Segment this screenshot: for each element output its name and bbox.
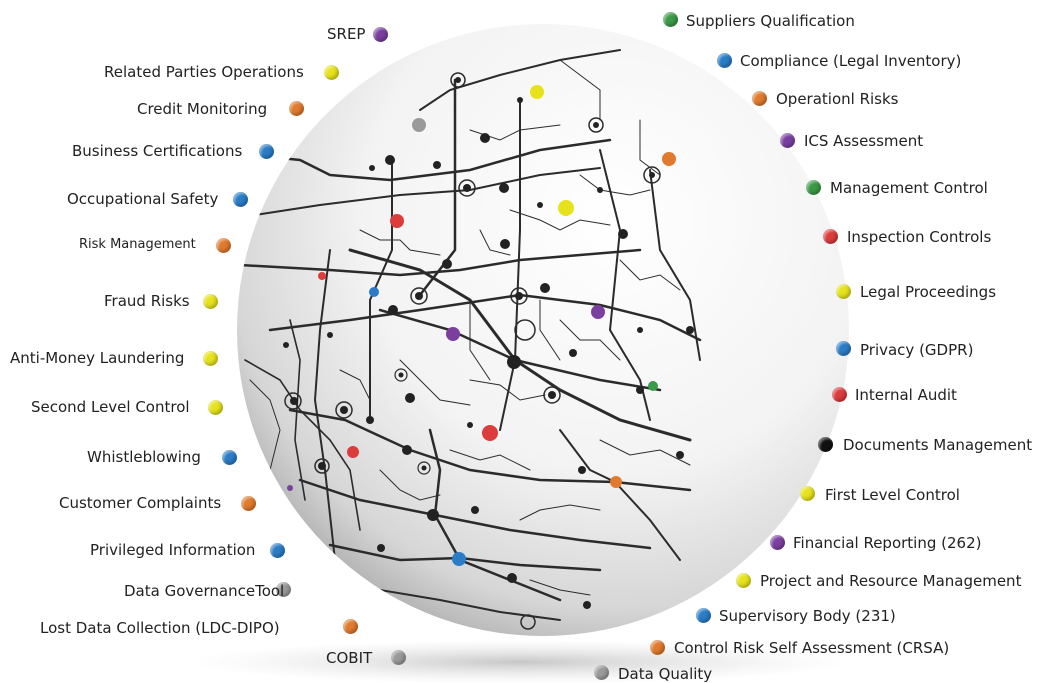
color-dot-icon xyxy=(836,284,851,299)
item-label: Data GovernanceTool xyxy=(124,582,285,600)
color-dot-icon xyxy=(203,351,218,366)
globe-node xyxy=(648,381,658,391)
color-dot-icon xyxy=(806,180,821,195)
color-dot-icon xyxy=(717,53,732,68)
color-dot-icon xyxy=(259,144,274,159)
color-dot-icon xyxy=(770,535,785,550)
item-label: Financial Reporting (262) xyxy=(793,534,982,552)
globe-node xyxy=(662,152,676,166)
item-label: Customer Complaints xyxy=(59,494,222,512)
color-dot-icon xyxy=(270,543,285,558)
globe-node xyxy=(530,85,544,99)
color-dot-icon xyxy=(289,101,304,116)
color-dot-icon xyxy=(241,496,256,511)
globe-node xyxy=(610,476,622,488)
item-label: Whistleblowing xyxy=(87,448,201,466)
color-dot-icon xyxy=(324,65,339,80)
globe-node xyxy=(369,287,379,297)
color-dot-icon xyxy=(650,640,665,655)
circuit-nodes xyxy=(283,77,694,609)
item-label: Business Certifications xyxy=(72,142,243,160)
item-label: Suppliers Qualification xyxy=(686,12,855,30)
color-dot-icon xyxy=(836,341,851,356)
color-dot-icon xyxy=(752,91,767,106)
color-dot-icon xyxy=(594,665,609,680)
item-label: Operationl Risks xyxy=(776,90,899,108)
item-label: Anti-Money Laundering xyxy=(10,349,185,367)
globe-node xyxy=(287,485,293,491)
color-dot-icon xyxy=(818,437,833,452)
item-label: Data Quality xyxy=(618,665,713,683)
color-dot-icon xyxy=(780,133,795,148)
color-dot-icon xyxy=(800,486,815,501)
item-label: Supervisory Body (231) xyxy=(719,607,896,625)
globe-node xyxy=(558,200,574,216)
color-dot-icon xyxy=(233,192,248,207)
globe-node xyxy=(347,446,359,458)
item-label: Legal Proceedings xyxy=(860,283,997,301)
item-label: Lost Data Collection (LDC-DIPO) xyxy=(40,619,280,637)
item-label: Privacy (GDPR) xyxy=(860,341,974,359)
globe-node xyxy=(390,214,404,228)
item-label: Management Control xyxy=(830,179,988,197)
globe-node xyxy=(591,305,605,319)
item-label: First Level Control xyxy=(825,486,960,504)
item-label: ICS Assessment xyxy=(804,132,924,150)
item-label: Fraud Risks xyxy=(104,292,190,310)
globe-node xyxy=(482,425,498,441)
globe-sphere xyxy=(237,24,849,636)
colored-nodes xyxy=(287,85,676,566)
item-label: Privileged Information xyxy=(90,541,256,559)
globe-node xyxy=(446,327,460,341)
color-dot-icon xyxy=(696,608,711,623)
color-dot-icon xyxy=(823,229,838,244)
item-label: Credit Monitoring xyxy=(137,100,268,118)
item-label: Documents Management xyxy=(843,436,1033,454)
item-label: Control Risk Self Assessment (CRSA) xyxy=(674,639,950,657)
item-label: Occupational Safety xyxy=(67,190,219,208)
item-label: Related Parties Operations xyxy=(104,63,304,81)
item-label: Risk Management xyxy=(79,237,196,252)
item-label: Second Level Control xyxy=(31,398,190,416)
item-label: Inspection Controls xyxy=(847,228,992,246)
color-dot-icon xyxy=(343,619,358,634)
item-label: COBIT xyxy=(326,649,373,667)
globe-node xyxy=(318,272,326,280)
item-label: Internal Audit xyxy=(855,386,957,404)
color-dot-icon xyxy=(276,582,291,597)
item-label: Project and Resource Management xyxy=(760,572,1022,590)
globe-node xyxy=(412,118,426,132)
color-dot-icon xyxy=(373,27,388,42)
color-dot-icon xyxy=(203,294,218,309)
color-dot-icon xyxy=(832,387,847,402)
color-dot-icon xyxy=(222,450,237,465)
item-label: SREP xyxy=(327,25,366,43)
color-dot-icon xyxy=(391,650,406,665)
globe-node xyxy=(452,552,466,566)
color-dot-icon xyxy=(663,12,678,27)
color-dot-icon xyxy=(208,400,223,415)
color-dot-icon xyxy=(736,573,751,588)
item-label: Compliance (Legal Inventory) xyxy=(740,52,962,70)
color-dot-icon xyxy=(216,238,231,253)
globe-shadow xyxy=(190,640,850,682)
